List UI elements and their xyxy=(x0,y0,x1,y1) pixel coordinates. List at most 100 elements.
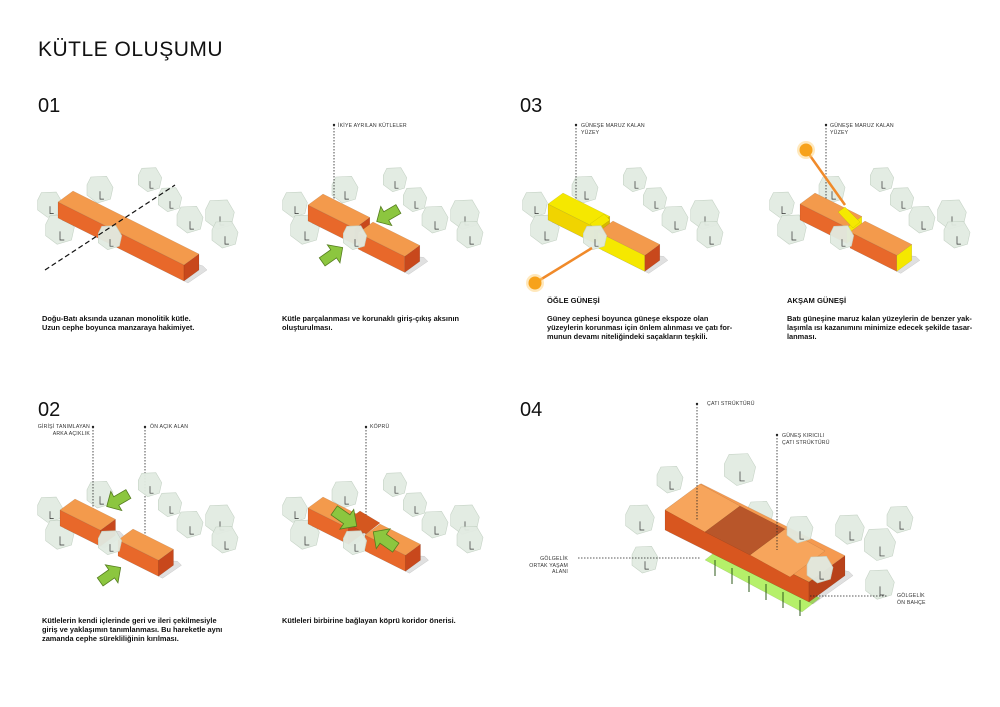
tree-trunk xyxy=(59,536,65,546)
tree-icon xyxy=(869,167,895,193)
roof-panel xyxy=(749,528,826,578)
tree-trunk xyxy=(49,511,54,519)
sun-ray xyxy=(534,246,593,285)
tree-trunk xyxy=(414,506,419,514)
leader-dot xyxy=(824,123,828,127)
mass-end-face xyxy=(644,243,661,272)
caption-01b: Kütle parçalanması ve korunaklı giriş-çı… xyxy=(282,314,460,333)
leader-dot xyxy=(364,425,368,429)
tree-icon xyxy=(661,206,689,234)
green-arrow-icon xyxy=(96,564,122,587)
tree-trunk xyxy=(956,236,961,245)
subtitle-evening-sun: AKŞAM GÜNEŞİ xyxy=(787,296,847,305)
tree-trunk xyxy=(469,541,474,550)
tree-icon xyxy=(582,225,608,251)
caption-02a: Kütlelerin kendi içlerinde geri ve ileri… xyxy=(42,616,223,644)
tree-icon xyxy=(331,176,359,204)
caption-01a: Doğu-Batı aksında uzanan monolitik kütle… xyxy=(42,314,195,333)
tree-trunk xyxy=(644,561,649,570)
leader-dot xyxy=(574,123,578,127)
tree-icon xyxy=(342,530,368,556)
tree-trunk xyxy=(414,201,419,209)
tree-icon xyxy=(158,187,183,213)
tree-trunk xyxy=(189,526,194,535)
mass-end-face xyxy=(896,243,913,272)
tree-trunk xyxy=(294,206,299,214)
tree-trunk xyxy=(831,191,836,200)
axis-dashed-line xyxy=(44,184,176,271)
green-arrow-icon xyxy=(376,204,402,227)
tree-trunk xyxy=(394,181,399,189)
tree-icon xyxy=(98,530,123,556)
tree-trunk xyxy=(109,239,114,247)
tree-icon xyxy=(138,472,163,498)
label-shaded-common-area: GÖLGELİK ORTAK YAŞAM ALANI xyxy=(529,556,568,575)
leader-dot xyxy=(775,433,779,437)
tree-icon xyxy=(886,506,914,534)
label-front-open-area: ÖN AÇIK ALAN xyxy=(150,424,189,430)
tree-icon xyxy=(342,225,368,251)
tree-icon xyxy=(864,528,896,561)
tree-icon xyxy=(724,453,756,486)
tree-trunk xyxy=(899,521,904,530)
mass-top-face xyxy=(849,220,913,256)
tree-icon xyxy=(402,492,428,518)
tree-trunk xyxy=(434,221,439,230)
tree-trunk xyxy=(354,239,359,247)
tree-trunk xyxy=(149,181,154,189)
label-exposed-surface-noon: GÜNEŞE MARUZ KALAN YÜZEY xyxy=(581,123,645,136)
caption-03a: Güney cephesi boyunca güneşe ekspoze ola… xyxy=(547,314,733,342)
tree-trunk xyxy=(99,191,104,200)
tree-trunk xyxy=(189,221,194,230)
tree-trunk xyxy=(99,496,104,505)
tree-trunk xyxy=(879,546,885,557)
green-arrow-icon xyxy=(330,505,358,530)
tree-trunk xyxy=(901,201,906,209)
tree-trunk xyxy=(394,486,399,494)
tree-trunk xyxy=(224,541,229,550)
page-title: KÜTLE OLUŞUMU xyxy=(38,38,224,61)
section-number-02: 02 xyxy=(38,399,61,421)
tree-icon xyxy=(382,167,408,193)
tree-trunk xyxy=(594,239,599,247)
tree-icon xyxy=(86,481,114,509)
label-shaded-front-garden: GÖLGELİK ÖN BAHÇE xyxy=(897,593,926,606)
tree-icon xyxy=(331,481,359,509)
tree-icon xyxy=(786,516,814,544)
tree-trunk xyxy=(881,181,886,189)
tree-trunk xyxy=(354,544,359,552)
tree-trunk xyxy=(434,526,439,535)
tree-trunk xyxy=(169,506,174,514)
leader-dot xyxy=(332,123,336,127)
caption-02b: Kütleleri birbirine bağlayan köprü korid… xyxy=(282,616,456,625)
tree-trunk xyxy=(149,486,154,494)
tree-trunk xyxy=(634,181,639,189)
tree-icon xyxy=(421,511,449,539)
green-arrow-icon xyxy=(372,528,400,553)
tree-trunk xyxy=(739,471,745,482)
tree-icon xyxy=(835,514,865,545)
tree-icon xyxy=(642,187,668,213)
tree-trunk xyxy=(709,236,714,245)
tree-icon xyxy=(456,221,484,249)
tree-icon xyxy=(622,167,648,193)
tree-icon xyxy=(829,225,855,251)
tree-trunk xyxy=(344,191,349,200)
tree-icon xyxy=(382,472,408,498)
label-exposed-surface-evening: GÜNEŞE MARUZ KALAN YÜZEY xyxy=(830,123,894,136)
tree-trunk xyxy=(109,544,114,552)
tree-trunk xyxy=(669,481,674,490)
tree-icon xyxy=(176,511,204,539)
tree-icon xyxy=(696,221,724,249)
sun-icon xyxy=(528,276,542,290)
leader-dot xyxy=(695,402,699,406)
tree-trunk xyxy=(544,231,550,241)
tree-trunk xyxy=(781,206,786,214)
label-rear-opening: GİRİŞİ TANIMLAYAN ARKA AÇIKLIK xyxy=(37,424,90,437)
tree-icon xyxy=(421,206,449,234)
section-number-01: 01 xyxy=(38,95,61,117)
mass-end-face xyxy=(404,244,421,273)
tree-icon xyxy=(211,526,239,554)
tree-icon xyxy=(908,206,936,234)
tree-icon xyxy=(943,221,971,249)
